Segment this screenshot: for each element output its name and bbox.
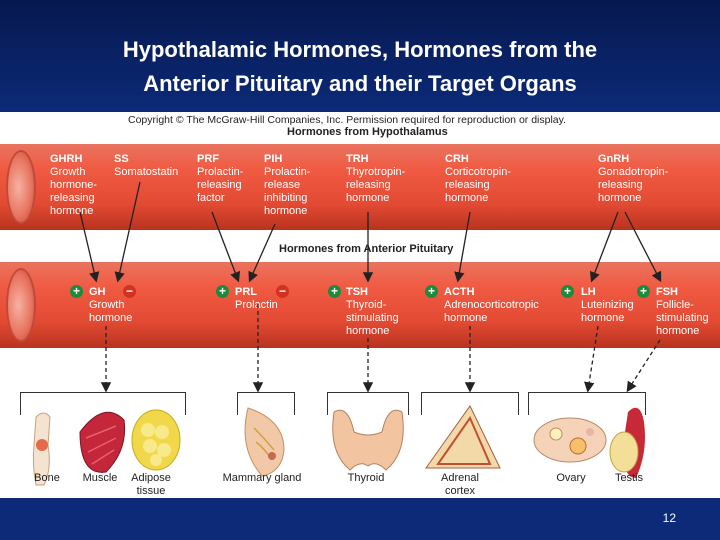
stimulate-sign: + bbox=[561, 285, 574, 298]
hormone-name: Prolactin- releasing factor bbox=[197, 166, 244, 204]
arrow-ghrh-to-gh bbox=[79, 211, 100, 283]
arrow-lh-to-ovary bbox=[584, 325, 599, 393]
organ-label-adrenal-cortex: Adrenal cortex bbox=[441, 472, 479, 497]
hormone-abbr: TRH bbox=[346, 153, 369, 165]
adipose-tissue-icon bbox=[131, 409, 181, 471]
slide-footer: 12 bbox=[0, 498, 720, 540]
adrenal-cortex-icon bbox=[425, 405, 501, 469]
arrow-gnrh-to-fsh bbox=[624, 211, 662, 283]
vessel-opening bbox=[6, 268, 36, 342]
hypothalamus-heading: Hormones from Hypothalamus bbox=[287, 126, 448, 138]
copyright-notice: Copyright © The McGraw-Hill Companies, I… bbox=[128, 114, 567, 126]
hormone-diagram: Copyright © The McGraw-Hill Companies, I… bbox=[0, 112, 720, 498]
arrow-crh-to-acth bbox=[454, 211, 471, 283]
thyroid-icon bbox=[332, 409, 404, 471]
hormone-abbr: FSH bbox=[656, 286, 678, 298]
organ-label-muscle: Muscle bbox=[82, 472, 118, 484]
hypothalamus-blood-vessel bbox=[0, 144, 720, 230]
hormone-name: Prolactin bbox=[235, 299, 278, 311]
organ-label-mammary-gland: Mammary gland bbox=[222, 472, 302, 484]
slide-title-line-1: Hypothalamic Hormones, Hormones from the bbox=[122, 37, 598, 62]
organ-label-adipose-tissue: Adipose tissue bbox=[131, 472, 171, 497]
targets-bracket-tsh bbox=[327, 392, 409, 415]
hormone-name: Growth hormone- releasing hormone bbox=[50, 166, 98, 217]
targets-bracket-acth bbox=[421, 392, 519, 415]
mammary-gland-icon bbox=[244, 407, 285, 477]
hormone-name: Gonadotropin- releasing hormone bbox=[598, 166, 669, 204]
organ-label-testis: Testis bbox=[614, 472, 644, 484]
stimulate-sign: + bbox=[328, 285, 341, 298]
ovary-icon bbox=[533, 417, 607, 463]
hormone-name: Thyroid- stimulating hormone bbox=[346, 299, 399, 337]
hormone-name: Growth hormone bbox=[89, 299, 133, 324]
hormone-name: Corticotropin- releasing hormone bbox=[445, 166, 512, 204]
slide-title-line-2: Anterior Pituitary and their Target Orga… bbox=[143, 71, 577, 96]
inhibit-sign: − bbox=[123, 285, 136, 298]
arrow-gnrh-to-lh bbox=[589, 211, 619, 283]
hormone-abbr: TSH bbox=[346, 286, 368, 298]
hormone-name: Prolactin- release inhibiting hormone bbox=[264, 166, 311, 217]
hormone-abbr: LH bbox=[581, 286, 596, 298]
targets-bracket-gh bbox=[20, 392, 186, 415]
hormone-abbr: CRH bbox=[445, 153, 469, 165]
stimulate-sign: + bbox=[70, 285, 83, 298]
hormone-abbr: GH bbox=[89, 286, 106, 298]
hormone-abbr: PRL bbox=[235, 286, 257, 298]
arrow-pih-to-prl bbox=[248, 223, 276, 283]
arrow-prf-to-prl bbox=[211, 211, 241, 283]
hormone-abbr: PRF bbox=[197, 153, 219, 165]
hormone-name: Somatostatin bbox=[114, 166, 179, 178]
testis-icon bbox=[609, 407, 645, 478]
targets-bracket-gonads bbox=[528, 392, 646, 415]
inhibit-sign: − bbox=[276, 285, 289, 298]
vessel-opening bbox=[6, 150, 36, 224]
muscle-icon bbox=[79, 411, 126, 473]
hormone-name: Thyrotropin- releasing hormone bbox=[346, 166, 406, 204]
hormone-abbr: GHRH bbox=[50, 153, 83, 165]
hormone-abbr: GnRH bbox=[598, 153, 630, 165]
pituitary-heading: Hormones from Anterior Pituitary bbox=[279, 243, 454, 255]
targets-bracket-prl bbox=[237, 392, 295, 415]
hormone-abbr: ACTH bbox=[444, 286, 475, 298]
arrow-fsh-to-testis bbox=[626, 339, 661, 393]
stimulate-sign: + bbox=[216, 285, 229, 298]
pathway-arrows bbox=[32, 181, 662, 486]
bone-icon bbox=[32, 412, 51, 486]
hormone-abbr: SS bbox=[114, 153, 129, 165]
page-number: 12 bbox=[662, 511, 676, 525]
organ-label-bone: Bone bbox=[34, 472, 60, 484]
stimulate-sign: + bbox=[637, 285, 650, 298]
hormone-abbr: PIH bbox=[264, 153, 283, 165]
slide-title-bar: Hypothalamic Hormones, Hormones from the… bbox=[0, 0, 720, 112]
hormone-name: Adrenocorticotropic hormone bbox=[444, 299, 539, 324]
hormone-name: Luteinizing hormone bbox=[581, 299, 634, 324]
organ-label-thyroid: Thyroid bbox=[347, 472, 385, 484]
hormone-name: Follicle- stimulating hormone bbox=[656, 299, 709, 337]
organ-label-ovary: Ovary bbox=[556, 472, 586, 484]
arrow-ss-to-gh bbox=[114, 181, 141, 283]
stimulate-sign: + bbox=[425, 285, 438, 298]
